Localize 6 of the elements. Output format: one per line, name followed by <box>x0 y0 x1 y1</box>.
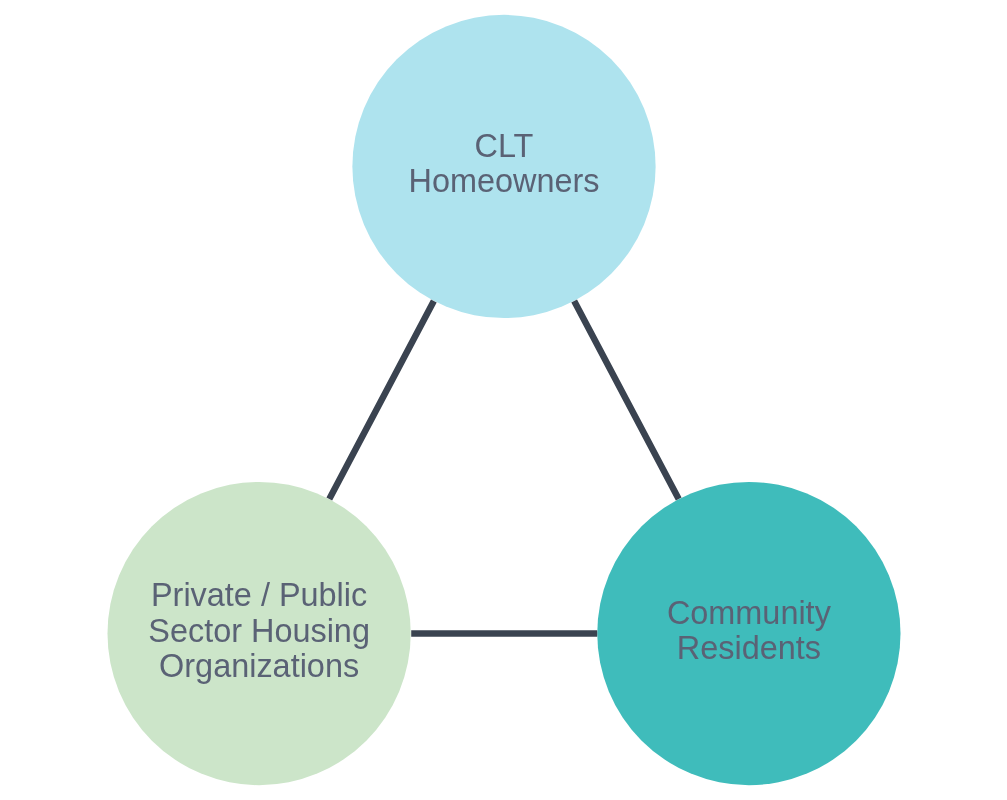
connector <box>410 630 597 637</box>
connector <box>325 299 437 501</box>
node-circle: Private / Public Sector Housing Organizations <box>107 481 411 786</box>
node-circle: CLT Homeowners <box>351 14 656 319</box>
node-circle: Community Residents <box>596 481 900 786</box>
connector <box>570 299 682 501</box>
